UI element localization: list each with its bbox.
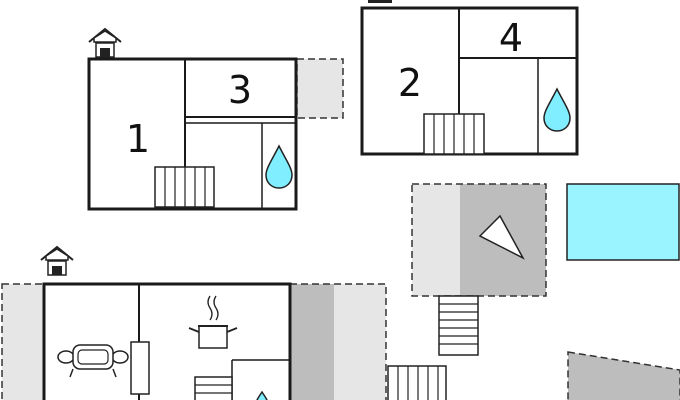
terrace-c-left [1, 283, 45, 400]
water-drop-icon [543, 87, 571, 132]
sofa-icon [57, 344, 129, 378]
terrace-c-right-outline [289, 283, 387, 400]
radiator-icon [423, 113, 485, 155]
radiator-icon [154, 166, 215, 208]
stairs-icon [387, 365, 447, 400]
building-b: 2 4 [360, 0, 579, 156]
house-icon [40, 245, 74, 276]
terrace-parasol [411, 183, 547, 356]
room-3-label: 3 [228, 68, 252, 112]
water-drop-icon [256, 390, 268, 400]
terrace-parasol-outline [411, 183, 547, 297]
building-c [1, 245, 387, 400]
terrace-c-right-light [334, 284, 386, 400]
terrace-a [296, 58, 344, 119]
house-icon [88, 27, 122, 58]
room-4-label: 4 [499, 16, 523, 60]
terrace-parasol-light [412, 184, 460, 296]
cabinet [130, 341, 150, 395]
water-drop-icon [265, 144, 293, 189]
terrace-bottom-right [567, 351, 680, 400]
stairs-icon [194, 376, 233, 400]
room-2-label: 2 [398, 61, 422, 105]
pool [566, 183, 680, 261]
stairs-icon [438, 295, 479, 356]
parasol-icon [478, 214, 525, 260]
house-icon-b [368, 0, 392, 3]
building-a: 1 3 [87, 27, 344, 211]
terrace-c-right-dark [290, 284, 334, 400]
building-c-outline [42, 282, 292, 400]
room-1-label: 1 [126, 117, 150, 161]
cooking-pot-icon [188, 295, 238, 349]
